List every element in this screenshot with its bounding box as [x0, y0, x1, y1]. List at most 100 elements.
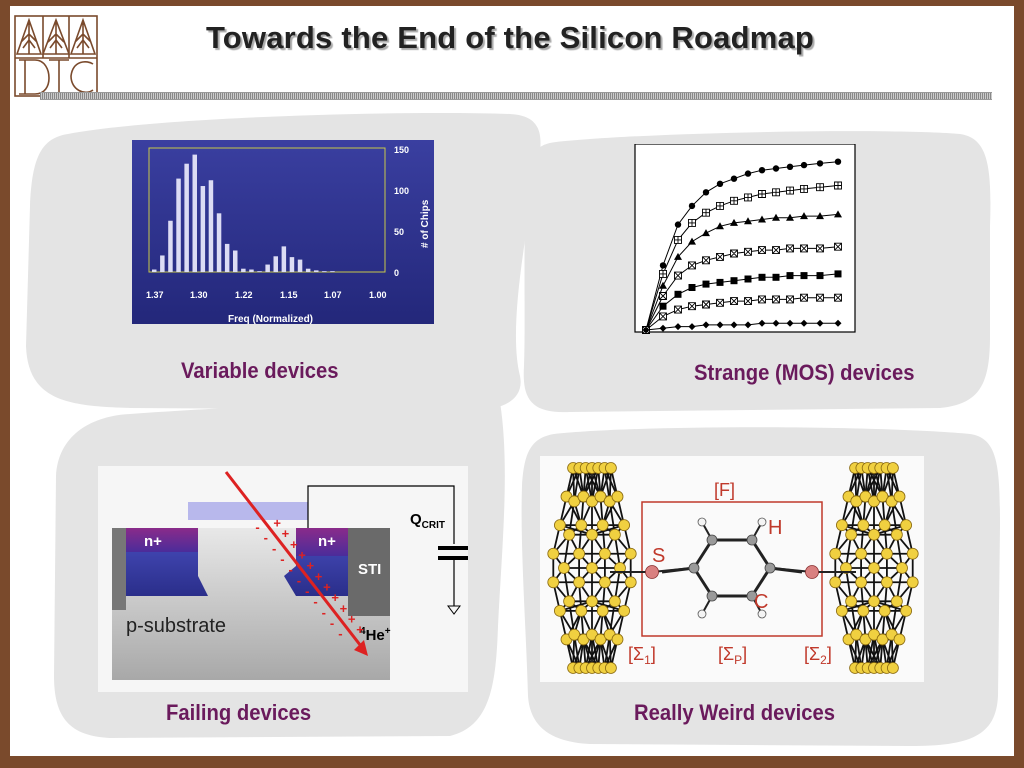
data-point: [688, 323, 696, 331]
molecular-junction-diagram: [F] H S C [Σ1] [ΣP] [Σ2]: [540, 456, 924, 682]
data-point: [758, 215, 766, 223]
data-point: [744, 247, 752, 256]
data-point: [674, 221, 682, 228]
data-point: [744, 275, 752, 283]
qcrit-label: QCRIT: [410, 511, 445, 531]
gold-atom: [829, 576, 842, 589]
label-s: S: [652, 545, 665, 567]
data-point: [688, 237, 696, 245]
data-point: [758, 319, 766, 327]
charge-minus: -: [313, 594, 317, 609]
data-point: [772, 165, 780, 172]
gold-atom: [880, 576, 893, 589]
gold-atom: [614, 562, 626, 574]
data-point: [816, 244, 824, 253]
gold-atom: [900, 604, 913, 617]
histogram-bar: [216, 213, 222, 272]
data-point: [702, 208, 710, 217]
gold-atom: [558, 562, 570, 574]
data-point: [744, 170, 752, 177]
data-point: [816, 319, 824, 327]
data-point: [702, 300, 710, 309]
frequency-histogram: 150 100 50 0 1.37 1.30 1.22 1.15 1.07 1.…: [132, 140, 434, 324]
hydrogen-atom: [697, 609, 707, 619]
data-point: [659, 302, 667, 310]
gold-atom: [835, 604, 848, 617]
data-point: [772, 188, 780, 197]
gold-atom: [547, 576, 560, 589]
histogram-bar: [208, 180, 214, 272]
slide: Towards the End of the Silicon Roadmap 1…: [10, 6, 1014, 756]
histogram-background: [132, 140, 434, 324]
gold-atom: [573, 576, 585, 589]
label-f: [F]: [714, 480, 735, 500]
data-point: [659, 312, 667, 321]
data-point: [772, 295, 780, 304]
charge-minus: -: [255, 519, 259, 534]
data-point: [659, 292, 667, 300]
data-point: [786, 272, 794, 280]
histogram-bar: [224, 243, 230, 272]
charge-minus: -: [272, 541, 276, 556]
ground-icon: [447, 605, 461, 615]
gold-atom: [890, 528, 903, 541]
histogram-bar: [257, 271, 262, 272]
sti-region: [348, 528, 390, 616]
data-point: [744, 217, 752, 225]
gold-atom: [900, 519, 913, 532]
charge-minus: -: [297, 573, 301, 588]
data-point: [674, 305, 682, 314]
data-point: [758, 246, 766, 255]
molecule-box: [641, 501, 823, 637]
label-sigma-1: [Σ1]: [628, 644, 656, 667]
data-point: [702, 321, 710, 329]
sulfur-atom: [805, 565, 819, 579]
n-plus-label: n+: [144, 533, 162, 550]
charge-plus: +: [331, 590, 339, 605]
histogram-bar: [314, 270, 319, 272]
data-point: [688, 261, 696, 270]
charge-minus: -: [322, 605, 326, 620]
histogram-bar: [168, 220, 173, 272]
gold-atom: [605, 662, 617, 674]
data-point: [816, 293, 824, 302]
slide-title: Towards the End of the Silicon Roadmap: [205, 20, 815, 55]
data-point: [688, 218, 696, 227]
charge-minus: -: [338, 626, 342, 641]
histogram-bar: [152, 269, 157, 272]
gold-atom: [890, 595, 903, 608]
histogram-bar: [297, 259, 303, 272]
charge-minus: -: [305, 583, 309, 598]
data-point: [758, 295, 766, 304]
gold-atom: [575, 519, 588, 532]
charge-minus: -: [289, 562, 293, 577]
gold-atom: [845, 595, 858, 608]
gold-atom: [594, 633, 607, 646]
y-tick-label: 50: [394, 227, 404, 237]
data-point: [730, 321, 738, 329]
histogram-bar: [289, 257, 295, 272]
data-point: [716, 252, 724, 261]
histogram-bars: [152, 154, 335, 272]
gold-atom: [850, 628, 863, 641]
x-axis-label: Freq (Normalized): [228, 314, 313, 324]
gold-atom: [568, 628, 581, 641]
y-tick-label: 150: [394, 145, 409, 155]
data-point: [816, 183, 824, 192]
charge-minus: -: [264, 530, 268, 545]
gate: [188, 502, 308, 520]
arrow-head-icon: [354, 640, 368, 656]
data-point: [834, 242, 842, 251]
left-n-plus: [126, 528, 198, 552]
y-tick-label: 0: [394, 268, 399, 278]
gold-atom: [857, 519, 870, 532]
hydrogen-atom: [757, 609, 767, 619]
data-point: [834, 181, 842, 190]
data-point: [659, 269, 667, 278]
data-point: [786, 186, 794, 195]
label-c: C: [754, 591, 768, 613]
gold-atom: [624, 576, 637, 589]
gold-atom: [868, 562, 880, 574]
data-point: [772, 319, 780, 327]
data-point: [659, 262, 667, 269]
